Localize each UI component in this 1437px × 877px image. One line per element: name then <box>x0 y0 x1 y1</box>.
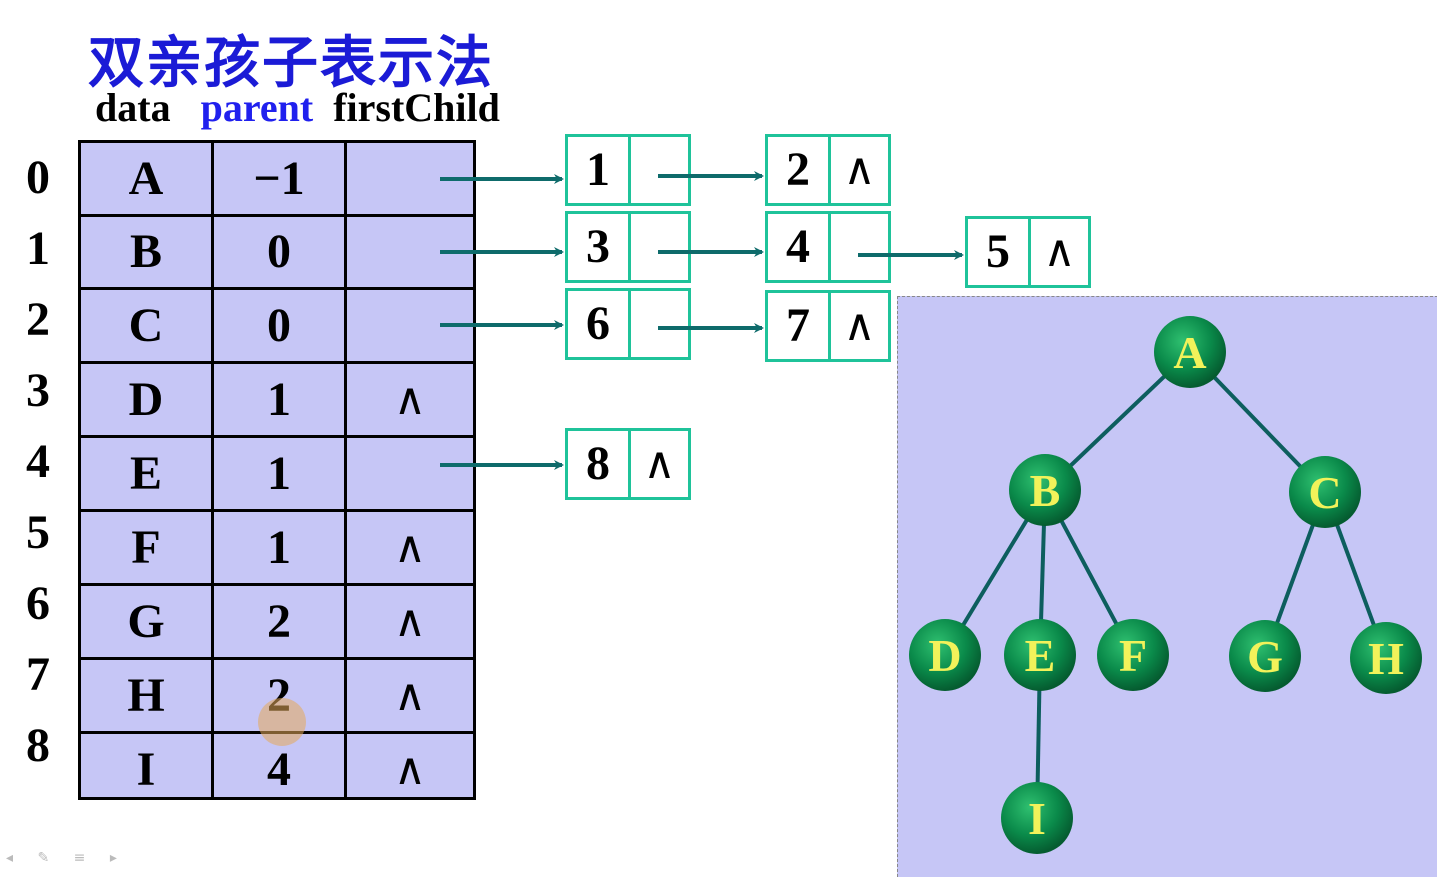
cell-data: E <box>129 447 162 500</box>
table-row: I 4 ∧ <box>81 734 473 805</box>
next-pointer: ∧ <box>843 300 876 351</box>
cell-data: A <box>128 152 164 205</box>
cell-data: I <box>136 743 156 796</box>
null-pointer-icon: ∧ <box>393 744 427 795</box>
row-index: 0 <box>26 151 50 204</box>
child-node: 5 ∧ <box>965 216 1091 288</box>
child-index: 2 <box>768 137 831 203</box>
child-node: 2 ∧ <box>765 134 891 206</box>
next-pointer: ∧ <box>843 144 876 195</box>
child-index: 3 <box>568 214 631 280</box>
null-pointer-icon: ∧ <box>393 374 427 425</box>
row-index: 6 <box>26 577 50 630</box>
child-node: 4 <box>765 211 891 283</box>
cell-data: C <box>128 299 164 352</box>
cell-data: D <box>128 373 164 426</box>
row-index: 7 <box>26 648 50 701</box>
next-pointer <box>631 137 688 203</box>
page-title: 双亲孩子表示法 <box>88 31 494 96</box>
tree-panel <box>897 296 1437 877</box>
null-pointer-icon: ∧ <box>393 596 427 647</box>
child-index: 5 <box>968 219 1031 285</box>
column-headers: data parent firstChild <box>95 84 500 131</box>
cell-parent: 2 <box>267 595 291 648</box>
table-row: G 2 ∧ <box>81 586 473 660</box>
child-node: 7 ∧ <box>765 290 891 362</box>
cell-data: B <box>129 225 162 278</box>
header-parent: parent <box>200 85 314 130</box>
next-pointer <box>831 214 888 280</box>
child-node: 8 ∧ <box>565 428 691 500</box>
null-pointer-icon: ∧ <box>393 670 427 721</box>
child-index: 8 <box>568 431 631 497</box>
table-row: A −1 <box>81 143 473 217</box>
table-row: D 1 ∧ <box>81 364 473 438</box>
row-index-column: 0 1 2 3 4 5 6 7 8 <box>18 142 58 781</box>
cell-parent: 4 <box>267 743 291 796</box>
slide-toolbar[interactable]: ◂ ✎ ≡ ▸ <box>6 850 127 866</box>
cell-parent: 0 <box>267 299 291 352</box>
cell-parent: 0 <box>267 225 291 278</box>
cell-parent: 1 <box>267 373 291 426</box>
next-pointer <box>631 214 688 280</box>
cell-first-child <box>347 290 473 361</box>
cell-data: H <box>127 669 165 722</box>
null-pointer-icon: ∧ <box>393 522 427 573</box>
cell-parent: 1 <box>267 447 291 500</box>
child-index: 1 <box>568 137 631 203</box>
cell-data: F <box>131 521 161 574</box>
column-divider <box>344 143 347 797</box>
mouse-cursor-highlight <box>258 698 306 746</box>
row-index: 3 <box>26 364 50 417</box>
child-index: 6 <box>568 291 631 357</box>
child-index: 4 <box>768 214 831 280</box>
child-node: 1 <box>565 134 691 206</box>
cell-parent: 1 <box>267 521 291 574</box>
cell-first-child <box>347 438 473 509</box>
next-pointer <box>631 291 688 357</box>
header-data: data <box>95 85 171 130</box>
cell-first-child <box>347 143 473 214</box>
row-index: 4 <box>26 435 50 488</box>
column-divider <box>211 143 214 797</box>
child-index: 7 <box>768 293 831 359</box>
cell-parent: −1 <box>253 152 305 205</box>
table-row: F 1 ∧ <box>81 512 473 586</box>
next-pointer: ∧ <box>643 438 676 489</box>
row-index: 5 <box>26 506 50 559</box>
next-pointer: ∧ <box>1043 226 1076 277</box>
header-first-child: firstChild <box>333 85 500 130</box>
child-node: 3 <box>565 211 691 283</box>
cell-data: G <box>127 595 165 648</box>
row-index: 1 <box>26 222 50 275</box>
row-index: 2 <box>26 293 50 346</box>
row-index: 8 <box>26 719 50 772</box>
child-node: 6 <box>565 288 691 360</box>
cell-first-child <box>347 216 473 287</box>
